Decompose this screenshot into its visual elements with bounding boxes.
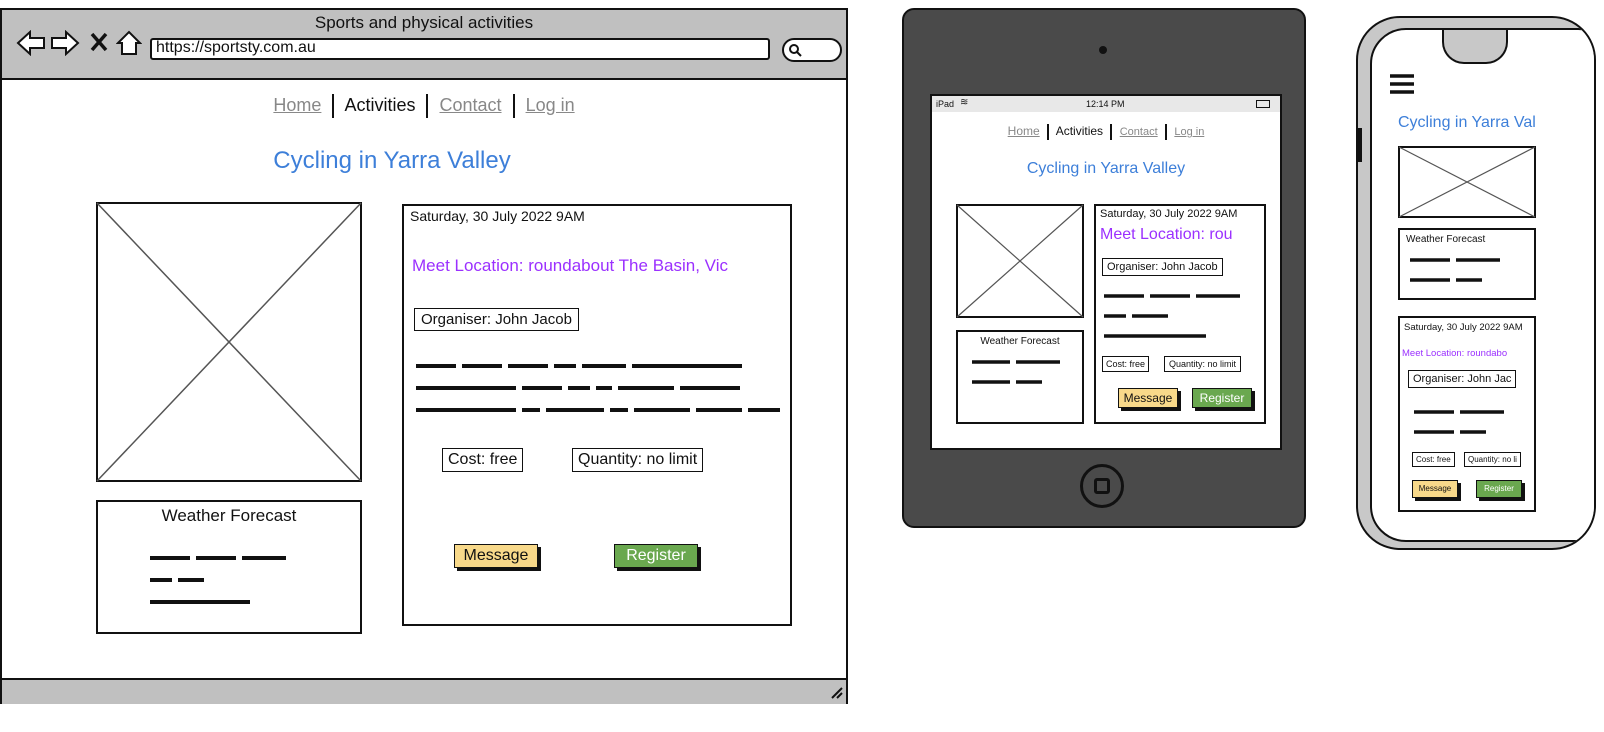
register-button[interactable]: Register [614,544,698,568]
weather-forecast-title: Weather Forecast [161,506,297,525]
weather-forecast-title: Weather Forecast [1406,234,1486,245]
search-box[interactable] [782,38,842,62]
browser-title: Sports and physical activities [314,13,534,32]
hamburger-menu-icon[interactable] [1388,72,1416,96]
status-device: iPad [936,99,955,109]
nav-activities[interactable]: Activities [1055,124,1104,139]
wifi-icon: ≋ [960,97,969,108]
page-title: Cycling in Yarra Valley [1026,160,1186,177]
register-button[interactable]: Register [1192,388,1252,408]
cost-label: Cost: free [1102,356,1150,372]
quantity-label: Quantity: no limit [1164,356,1242,372]
tablet-home-button[interactable] [1080,464,1124,508]
organiser-label: Organiser: John Jacob [414,308,579,331]
nav-contact[interactable]: Contact [1119,126,1158,139]
event-details-panel: Saturday, 30 July 2022 9AM Meet Location… [1398,316,1536,512]
cost-label: Cost: free [1412,452,1455,467]
image-placeholder [1398,146,1536,218]
nav-login[interactable]: Log in [525,94,575,115]
message-button[interactable]: Message [1118,388,1178,408]
description-text-scribble [416,364,780,412]
phone-side-button [1358,128,1362,162]
register-button[interactable]: Register [1476,480,1522,498]
weather-forecast-panel: Weather Forecast [96,500,362,634]
browser-toolbar: Sports and physical activities https://s… [2,10,846,80]
event-date: Saturday, 30 July 2022 9AM [1404,322,1523,333]
address-bar[interactable]: https://sportsty.com.au [150,38,770,60]
message-button[interactable]: Message [454,544,538,568]
url-text: https://sportsty.com.au [156,39,316,56]
organiser-label: Organiser: John Jac [1408,370,1517,388]
nav-activities[interactable]: Activities [344,94,416,115]
image-placeholder [956,204,1084,318]
status-time: 12:14 PM [1086,99,1125,109]
nav-contact[interactable]: Contact [439,94,502,115]
home-icon[interactable] [116,30,142,56]
phone-notch [1442,30,1508,64]
nav-divider [1165,124,1167,140]
tablet-camera [1099,46,1107,54]
quantity-label: Quantity: no li [1464,452,1521,467]
weather-forecast-panel: Weather Forecast [1398,228,1536,300]
page-title: Cycling in Yarra Valley [273,147,511,174]
event-details-panel: Saturday, 30 July 2022 9AM Meet Location… [1094,204,1266,424]
weather-text-scribble [1410,258,1500,282]
description-text-scribble [1104,294,1240,338]
nav-home[interactable]: Home [1007,124,1040,139]
back-icon[interactable] [16,30,46,56]
page-title: Cycling in Yarra Val [1398,114,1536,131]
meet-location: Meet Location: rou [1100,226,1233,243]
tablet-device: iPad ≋ 12:14 PM Home Activities Contact … [902,8,1306,528]
tablet-screen: iPad ≋ 12:14 PM Home Activities Contact … [930,94,1282,450]
nav-divider [1047,124,1050,140]
description-text-scribble [1414,410,1504,434]
weather-text-scribble [972,360,1060,384]
weather-forecast-title: Weather Forecast [980,336,1060,347]
desktop-browser-window: Sports and physical activities https://s… [0,8,848,704]
tablet-status-bar: iPad ≋ 12:14 PM [932,96,1280,112]
forward-icon[interactable] [50,30,80,56]
phone-screen: Cycling in Yarra Val Weather Forecast Sa… [1370,28,1594,542]
image-placeholder [96,202,362,482]
nav-login[interactable]: Log in [1174,126,1205,139]
meet-location: Meet Location: roundabo [1402,348,1508,359]
event-details-panel: Saturday, 30 July 2022 9AM Meet Location… [402,204,792,626]
battery-icon [1256,100,1270,108]
home-button-square-icon [1094,478,1110,494]
nav-divider [426,94,429,118]
close-icon[interactable] [90,32,108,52]
cost-label: Cost: free [442,448,524,472]
quantity-label: Quantity: no limit [572,448,704,472]
event-date: Saturday, 30 July 2022 9AM [410,208,585,224]
meet-location: Meet Location: roundabout The Basin, Vic [412,256,728,275]
message-button[interactable]: Message [1412,480,1458,498]
organiser-label: Organiser: John Jacob [1102,258,1223,276]
main-nav: Home Activities Contact Log in [2,94,846,118]
nav-divider [332,94,335,118]
nav-divider [1110,124,1113,140]
event-date: Saturday, 30 July 2022 9AM [1100,208,1238,220]
nav-divider [512,94,515,118]
weather-text-scribble [150,556,286,604]
search-icon [789,44,802,57]
tablet-nav: Home Activities Contact Log in [932,124,1280,140]
browser-status-bar [2,678,846,704]
phone-device: Cycling in Yarra Val Weather Forecast Sa… [1356,16,1596,550]
nav-home[interactable]: Home [273,94,322,115]
resize-grip-icon[interactable] [828,684,844,700]
weather-forecast-panel: Weather Forecast [956,330,1084,424]
